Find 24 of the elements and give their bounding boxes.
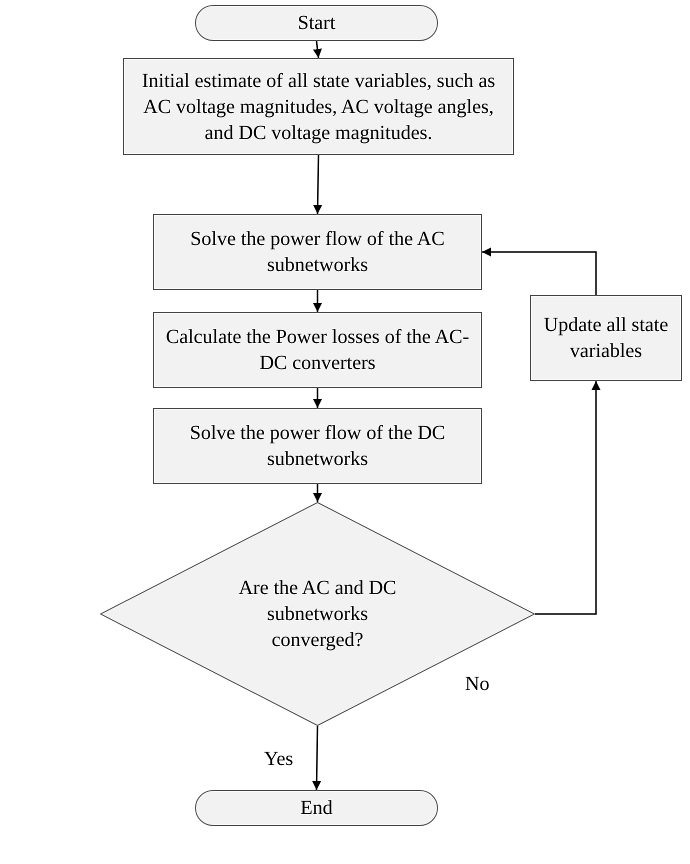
decision-diamond — [100, 502, 535, 726]
arrow — [482, 248, 597, 295]
node-text: Update all state variables — [542, 313, 670, 364]
terminal-pill — [195, 5, 438, 41]
process-box — [153, 312, 482, 388]
process-box — [530, 295, 682, 381]
node-text: Solve the power flow of the DC subnetworks — [188, 421, 446, 472]
node-text: Start — [298, 11, 336, 36]
node-text: Initial estimate of all state variables, such as AC voltage magnitudes, AC voltage angles, and DC voltage magnitudes. — [140, 68, 496, 146]
arrow — [312, 726, 322, 790]
node-text: Calculate the Power losses of the AC-DC converters — [164, 325, 470, 376]
arrow — [312, 40, 322, 58]
arrow — [313, 290, 322, 312]
arrow — [313, 154, 322, 214]
process-box — [123, 58, 514, 155]
terminal-pill — [195, 790, 438, 826]
node-text: Solve the power flow of the AC subnetworks — [189, 227, 446, 278]
arrow — [313, 484, 322, 502]
node-text: Are the AC and DC subnetworks converged? — [238, 576, 398, 653]
process-box — [153, 214, 482, 290]
arrow — [313, 388, 322, 408]
process-box — [153, 408, 482, 484]
node-text: End — [300, 796, 333, 821]
arrow — [535, 381, 600, 615]
